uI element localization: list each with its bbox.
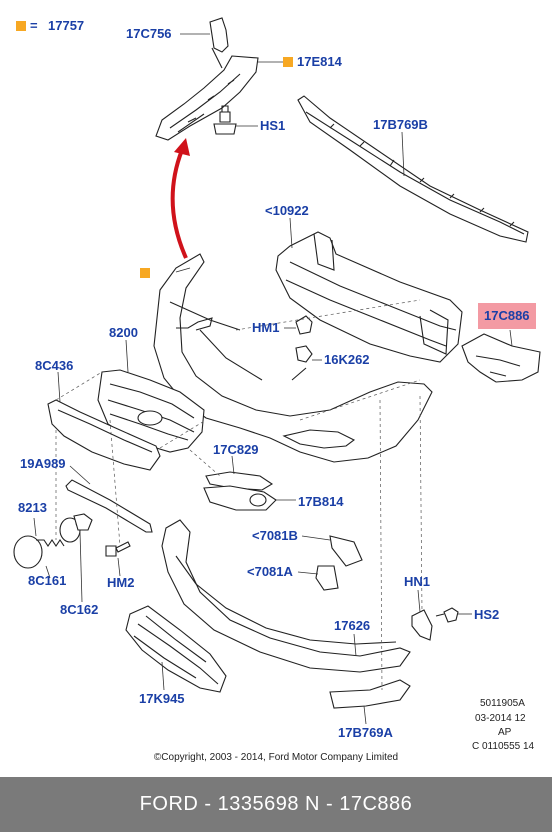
clip-8C162 (73, 513, 93, 531)
label-17B769B[interactable]: 17B769B (373, 117, 428, 132)
label-16K262[interactable]: 16K262 (324, 352, 370, 367)
label-HM1[interactable]: HM1 (252, 320, 280, 335)
meta-code1: 5011905A (480, 698, 525, 709)
meta-code2: C 0110555 14 (472, 741, 535, 752)
bezel-17C829 (205, 471, 274, 491)
label-HS1[interactable]: HS1 (260, 118, 286, 133)
label-8C161[interactable]: 8C161 (28, 573, 67, 588)
label-17C756[interactable]: 17C756 (126, 26, 172, 41)
label-10922[interactable]: <10922 (265, 203, 309, 218)
label-8C436[interactable]: 8C436 (35, 358, 74, 373)
bracket-17C756 (155, 17, 259, 141)
footer-text: FORD - 1335698 N - 17C886 (139, 793, 413, 815)
label-17E814[interactable]: 17E814 (297, 54, 342, 69)
grille-frame-8C436 (47, 399, 161, 471)
label-17C829[interactable]: 17C829 (213, 442, 259, 457)
legend-equals: = (30, 18, 38, 33)
label-17K945[interactable]: 17K945 (139, 691, 185, 706)
label-8200[interactable]: 8200 (109, 325, 138, 340)
label-8C162[interactable]: 8C162 (60, 602, 99, 617)
lower-grille-17K945 (125, 605, 227, 693)
reinforcement-17B769B (297, 95, 529, 243)
parts-diagram: ©Copyright, 2003 - 2014, Ford Motor Comp… (13, 17, 541, 763)
label-19A989[interactable]: 19A989 (20, 456, 66, 471)
red-arrow (170, 138, 190, 259)
bumper-cover (153, 253, 433, 463)
meta-region: AP (498, 727, 512, 738)
cover-7081B (329, 535, 363, 567)
moulding-19A989 (65, 479, 153, 533)
screw-HS2 (435, 607, 459, 623)
legend-marker (16, 21, 26, 31)
label-17626[interactable]: 17626 (334, 618, 371, 633)
legend-code: 17757 (48, 18, 85, 33)
marker-17E814 (283, 57, 293, 67)
clip-HM1 (295, 315, 313, 335)
label-HN1[interactable]: HN1 (404, 574, 431, 589)
bumper-beam-10922 (275, 231, 463, 363)
label-8213[interactable]: 8213 (18, 500, 47, 515)
label-17B769A[interactable]: 17B769A (338, 725, 393, 740)
screw-HM2 (105, 541, 131, 557)
label-HM2[interactable]: HM2 (107, 575, 135, 590)
screw-HS1 (213, 105, 237, 135)
copyright-text: ©Copyright, 2003 - 2014, Ford Motor Comp… (154, 752, 398, 763)
footer-bar: FORD - 1335698 N - 17C886 (0, 777, 552, 832)
bracket-17C886 (461, 333, 541, 383)
dashed-guides (55, 299, 423, 691)
label-7081A[interactable]: <7081A (247, 564, 293, 579)
label-7081B[interactable]: <7081B (252, 528, 298, 543)
cover-7081A (315, 565, 339, 591)
label-HS2[interactable]: HS2 (474, 607, 500, 622)
meta-date: 03-2014 12 (475, 713, 526, 724)
leader-lines (33, 33, 513, 725)
clip-16K262 (295, 345, 313, 363)
deflector-17B769A (329, 679, 411, 709)
bracket-HN1 (411, 609, 433, 641)
label-17C886[interactable]: 17C886 (478, 303, 536, 329)
bezel-17B814 (203, 485, 277, 511)
label-17B814[interactable]: 17B814 (298, 494, 344, 509)
valance-17626 (161, 519, 411, 673)
marker-bumper (140, 268, 150, 278)
